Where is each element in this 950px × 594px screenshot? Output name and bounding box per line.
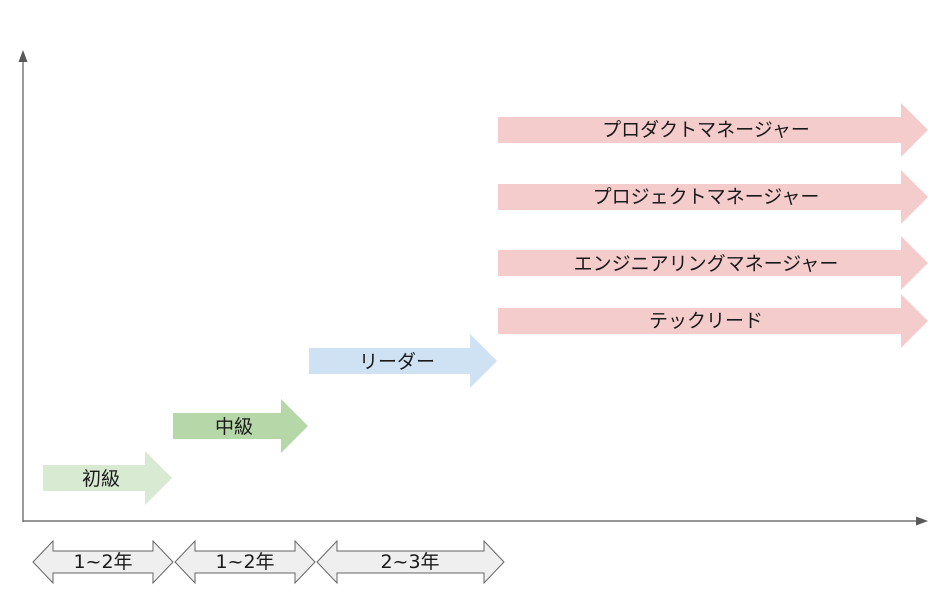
stage-product-manager: プロダクトマネージャー: [498, 103, 928, 157]
duration-label-beginner: 1~2年: [73, 551, 132, 573]
stage-label-project-manager: プロジェクトマネージャー: [593, 186, 820, 208]
stage-leader: リーダー: [309, 334, 497, 388]
stage-arrow-tech-lead: [498, 294, 928, 348]
stage-arrow-leader: [309, 334, 497, 388]
stage-beginner: 初級: [43, 451, 172, 505]
duration-arrow-leader: [316, 539, 505, 585]
duration-beginner: 1~2年: [32, 539, 174, 585]
stage-project-manager: プロジェクトマネージャー: [498, 170, 928, 224]
duration-arrow-beginner: [32, 539, 174, 585]
stage-label-engineering-manager: エンジニアリングマネージャー: [574, 253, 839, 275]
stage-arrow-intermediate: [173, 399, 308, 453]
stage-intermediate: 中級: [173, 399, 308, 453]
duration-leader: 2~3年: [316, 539, 505, 585]
stage-tech-lead: テックリード: [498, 294, 928, 348]
stage-arrow-product-manager: [498, 103, 928, 157]
y-axis-arrowhead: [18, 50, 28, 62]
duration-label-leader: 2~3年: [380, 551, 439, 573]
duration-intermediate: 1~2年: [174, 539, 316, 585]
duration-label-intermediate: 1~2年: [215, 551, 274, 573]
stage-label-intermediate: 中級: [215, 416, 253, 438]
stage-label-tech-lead: テックリード: [649, 310, 763, 332]
stage-label-product-manager: プロダクトマネージャー: [602, 119, 810, 141]
stage-label-leader: リーダー: [359, 351, 435, 373]
stage-arrow-engineering-manager: [498, 236, 928, 290]
stage-engineering-manager: エンジニアリングマネージャー: [498, 236, 928, 290]
x-axis-arrowhead: [916, 516, 928, 526]
stage-arrow-project-manager: [498, 170, 928, 224]
stage-label-beginner: 初級: [82, 468, 120, 490]
stage-arrow-beginner: [43, 451, 172, 505]
duration-arrow-intermediate: [174, 539, 316, 585]
